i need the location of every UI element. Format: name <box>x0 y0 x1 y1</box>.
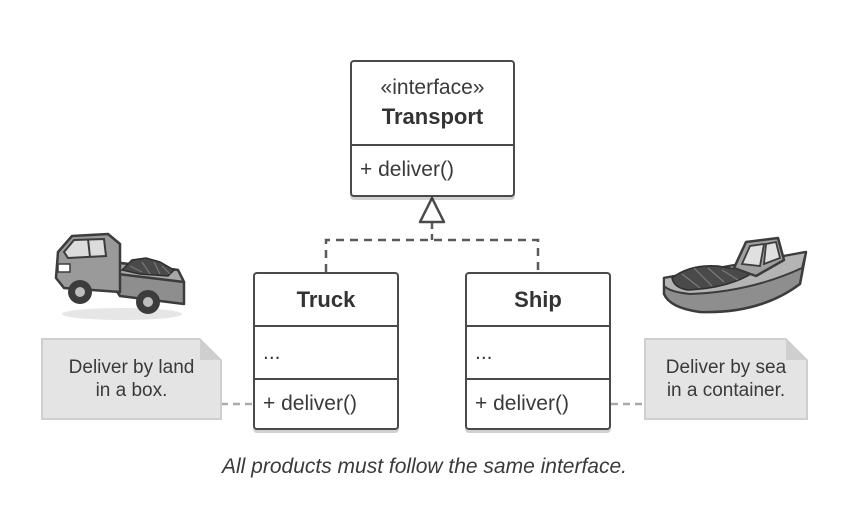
inheritance-arrowhead <box>418 196 446 224</box>
ship-fields-section: ... <box>467 327 609 380</box>
truck-fields-section: ... <box>255 327 397 380</box>
diagram-caption: All products must follow the same interf… <box>221 455 627 478</box>
interface-method: + deliver() <box>360 158 454 181</box>
truck-fields: ... <box>263 340 281 364</box>
ship-class-box: Ship ... + deliver() <box>465 272 611 430</box>
transport-interface-box: «interface» Transport + deliver() <box>350 60 515 197</box>
truck-icon <box>54 232 186 320</box>
ship-fields: ... <box>475 340 493 364</box>
ship-method: + deliver() <box>475 391 569 415</box>
truck-class-box: Truck ... + deliver() <box>253 272 399 430</box>
ship-title-section: Ship <box>467 274 609 327</box>
ship-methods-section: + deliver() <box>467 380 609 427</box>
ship-class-name: Ship <box>514 286 562 312</box>
truck-note-text: Deliver by land in a box. <box>69 356 195 402</box>
ship-icon <box>662 236 808 314</box>
realization-line <box>324 238 540 272</box>
truck-class-name: Truck <box>296 286 356 312</box>
interface-name: Transport <box>381 104 484 129</box>
interface-stereotype: «interface» <box>380 76 485 99</box>
ship-note: Deliver by sea in a container. <box>644 338 808 420</box>
interface-title-section: «interface» Transport <box>352 62 513 146</box>
truck-note: Deliver by land in a box. <box>41 338 222 420</box>
truck-note-line2: in a box. <box>95 380 168 401</box>
truck-title-section: Truck <box>255 274 397 327</box>
ship-note-line1: Deliver by sea <box>665 357 787 378</box>
note-fold-icon <box>786 338 808 360</box>
ship-note-line2: in a container. <box>666 380 786 401</box>
interface-methods-section: + deliver() <box>352 146 513 194</box>
truck-methods-section: + deliver() <box>255 380 397 427</box>
truck-note-line1: Deliver by land <box>68 357 195 378</box>
truck-method: + deliver() <box>263 391 357 415</box>
note-fold-icon <box>200 338 222 360</box>
ship-note-text: Deliver by sea in a container. <box>666 356 786 402</box>
